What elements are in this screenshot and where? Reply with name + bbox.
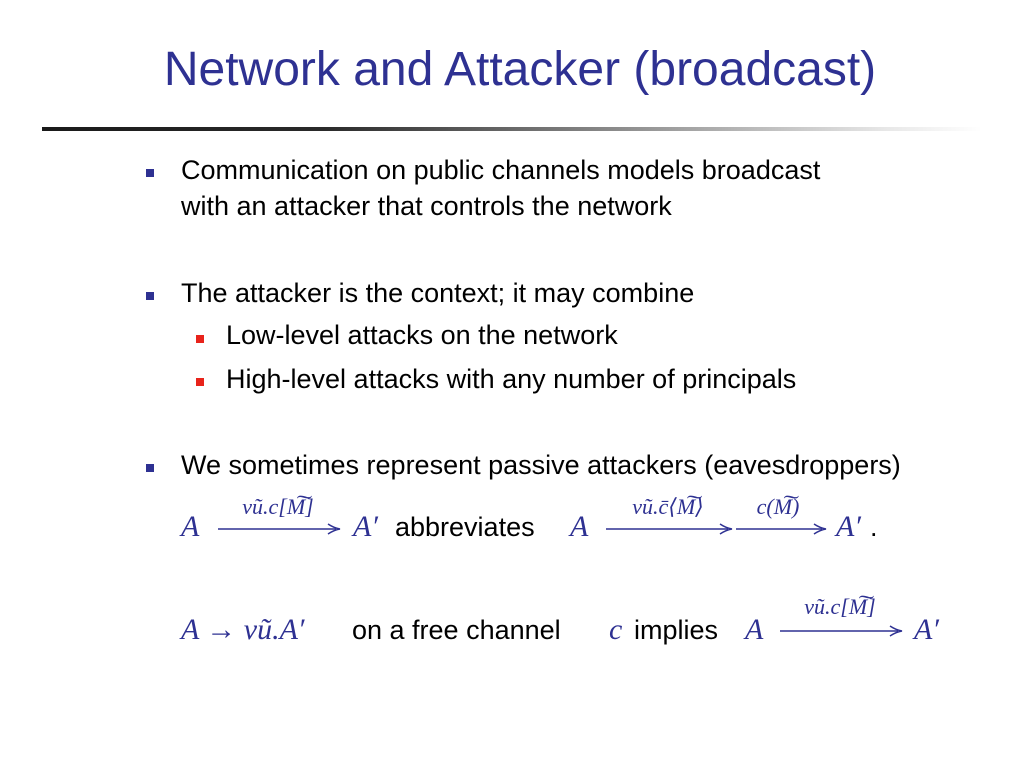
bullet-1-line-2: with an attacker that controls the netwo… xyxy=(181,191,672,221)
bullet-2-line-1: The attacker is the context; it may comb… xyxy=(181,278,695,308)
bullet-marker xyxy=(146,464,154,472)
slide-title: Network and Attacker (broadcast) xyxy=(163,43,877,96)
subbullet-marker xyxy=(196,378,204,386)
formula-1-arrow xyxy=(218,523,341,535)
subbullet-1: Low-level attacks on the network xyxy=(226,320,618,350)
formula-1-lhs-2: A xyxy=(570,510,589,543)
formula-1-arrow-label-3: c(M͠) xyxy=(756,494,800,519)
formula-2-rhs: A′ xyxy=(914,613,939,646)
subbullet-marker xyxy=(196,335,204,343)
formula-1-arrow-label-2: νũ.c̄⟨M͠⟩ xyxy=(632,494,704,519)
formula-2-lhs-2: A xyxy=(745,613,764,646)
formula-2-arrow-label: νũ.c[M͠] xyxy=(804,594,876,619)
subbullet-2: High-level attacks with any number of pr… xyxy=(226,364,797,394)
formula-1-arrow-3 xyxy=(736,523,827,535)
bullet-1-line-1: Communication on public channels models … xyxy=(181,155,821,185)
formula-2-channel: c xyxy=(609,613,623,646)
formula-1-period: . xyxy=(870,512,878,542)
title-divider xyxy=(42,127,982,131)
formula-1-text: abbreviates xyxy=(395,512,535,542)
formula-1-lhs: A xyxy=(181,510,200,543)
bullet-marker xyxy=(146,169,154,177)
formula-1-rhs-2: A′ xyxy=(836,510,861,543)
bullet-marker xyxy=(146,292,154,300)
bullet-3-line-1: We sometimes represent passive attackers… xyxy=(181,450,901,480)
formula-1-rhs: A′ xyxy=(353,510,378,543)
formula-1-arrow-2 xyxy=(606,523,733,535)
formula-2-text-1: on a free channel xyxy=(352,615,561,645)
formula-1-arrow-label: νũ.c[M͠] xyxy=(242,494,314,519)
formula-2-arrow xyxy=(780,625,903,637)
formula-2-lhs: A → νũ.A′ xyxy=(181,613,305,646)
formula-2-text-2: implies xyxy=(634,615,719,645)
